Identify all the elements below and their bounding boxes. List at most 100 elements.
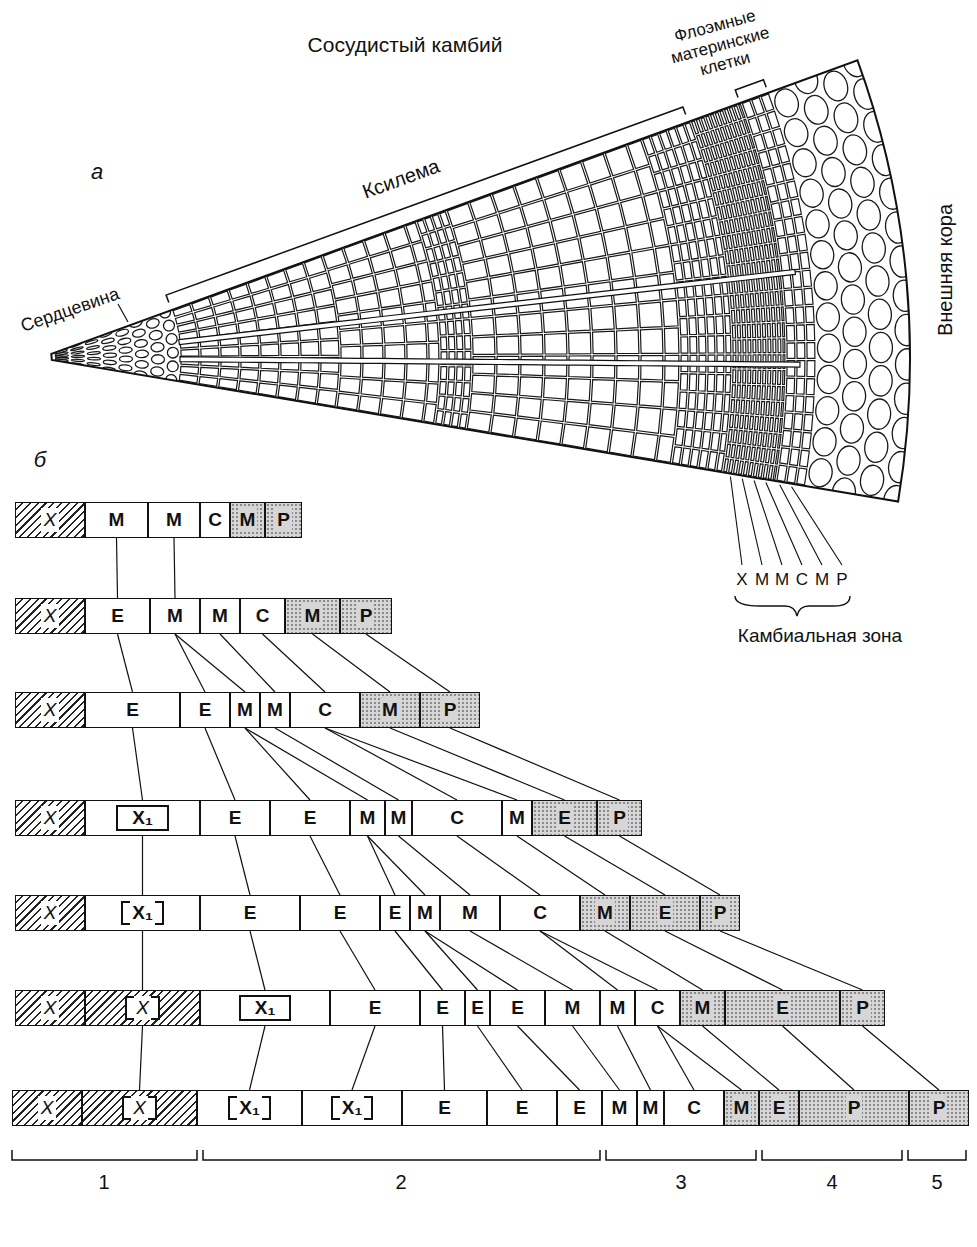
cell — [777, 183, 788, 200]
cell — [784, 290, 793, 306]
cell — [433, 425, 441, 439]
cell-letter: E — [438, 1096, 451, 1120]
cell — [761, 94, 774, 112]
cell — [737, 234, 742, 247]
cell — [892, 279, 917, 312]
cell — [777, 465, 787, 481]
lineage-line — [275, 728, 399, 800]
cell — [151, 342, 165, 352]
cell — [729, 460, 734, 473]
cell-letter: M — [267, 698, 283, 722]
cell — [424, 404, 436, 423]
cell — [317, 306, 337, 323]
cell — [482, 234, 508, 257]
cell — [731, 445, 736, 458]
cell — [698, 374, 705, 391]
cell — [863, 431, 889, 464]
cell — [286, 264, 307, 282]
cell — [796, 325, 804, 341]
cell — [773, 371, 776, 385]
cell — [757, 324, 760, 337]
cell — [580, 233, 606, 259]
cell — [874, 517, 903, 552]
lineage-line — [658, 1026, 742, 1090]
cell — [402, 401, 424, 421]
cell — [103, 345, 116, 351]
panel-letter: б — [34, 447, 46, 472]
cell — [776, 450, 780, 464]
cell-letter: C — [796, 570, 808, 590]
cell — [716, 375, 723, 393]
cell — [135, 350, 148, 358]
cell — [586, 427, 611, 452]
cell — [162, 319, 175, 332]
cell — [769, 276, 773, 290]
cell-letter: X — [41, 901, 60, 925]
cell — [486, 254, 511, 276]
cell — [280, 372, 299, 386]
cell — [558, 446, 583, 471]
cell — [702, 432, 711, 450]
cell — [753, 463, 758, 477]
cell — [452, 413, 460, 427]
cell — [363, 363, 383, 379]
cell — [883, 210, 910, 244]
cell-letter: E — [471, 996, 484, 1020]
cell — [684, 430, 693, 447]
cell — [340, 330, 361, 345]
cell — [791, 199, 802, 216]
cell-letter: E — [436, 996, 449, 1020]
lineage-line — [263, 634, 326, 692]
cell — [725, 375, 731, 393]
cell — [678, 466, 688, 483]
cell — [748, 370, 751, 383]
cell — [617, 356, 639, 380]
cell — [779, 275, 782, 289]
cell — [377, 416, 400, 436]
cell — [460, 414, 468, 428]
cell — [721, 474, 726, 487]
cell — [781, 201, 792, 218]
cell — [765, 417, 769, 431]
cell — [731, 400, 735, 413]
lineage-line — [618, 1026, 651, 1090]
cell — [433, 278, 441, 292]
cell — [775, 220, 785, 237]
cell — [290, 279, 311, 296]
lineage-line — [325, 728, 457, 800]
region-label: Внешняя кора — [934, 204, 957, 336]
cell — [697, 393, 705, 410]
cell — [459, 241, 484, 263]
cell-letter: M — [380, 698, 400, 722]
cell — [787, 467, 797, 484]
cell — [730, 220, 735, 233]
cell — [797, 343, 805, 359]
cell-box: E — [420, 990, 465, 1026]
cell — [766, 402, 770, 416]
cell — [763, 370, 766, 383]
lineage-line — [395, 931, 443, 990]
cell-letter: M — [167, 604, 183, 628]
cell-box: E — [85, 598, 150, 634]
cell — [690, 337, 697, 354]
lineage-line — [605, 931, 703, 990]
cell — [467, 279, 491, 299]
cell — [441, 337, 447, 350]
cell — [796, 378, 804, 394]
cell — [739, 218, 744, 231]
cell — [787, 236, 797, 253]
cell — [119, 347, 132, 354]
cell — [858, 464, 885, 497]
cell — [134, 339, 148, 348]
panel-letter: а — [91, 159, 103, 184]
cell — [441, 276, 449, 290]
cell — [617, 330, 639, 354]
leader-line — [742, 479, 762, 565]
cell — [708, 336, 715, 353]
cell — [736, 476, 741, 489]
cell — [178, 322, 197, 332]
cell — [449, 428, 457, 442]
cell — [895, 349, 918, 381]
cell — [680, 243, 689, 260]
